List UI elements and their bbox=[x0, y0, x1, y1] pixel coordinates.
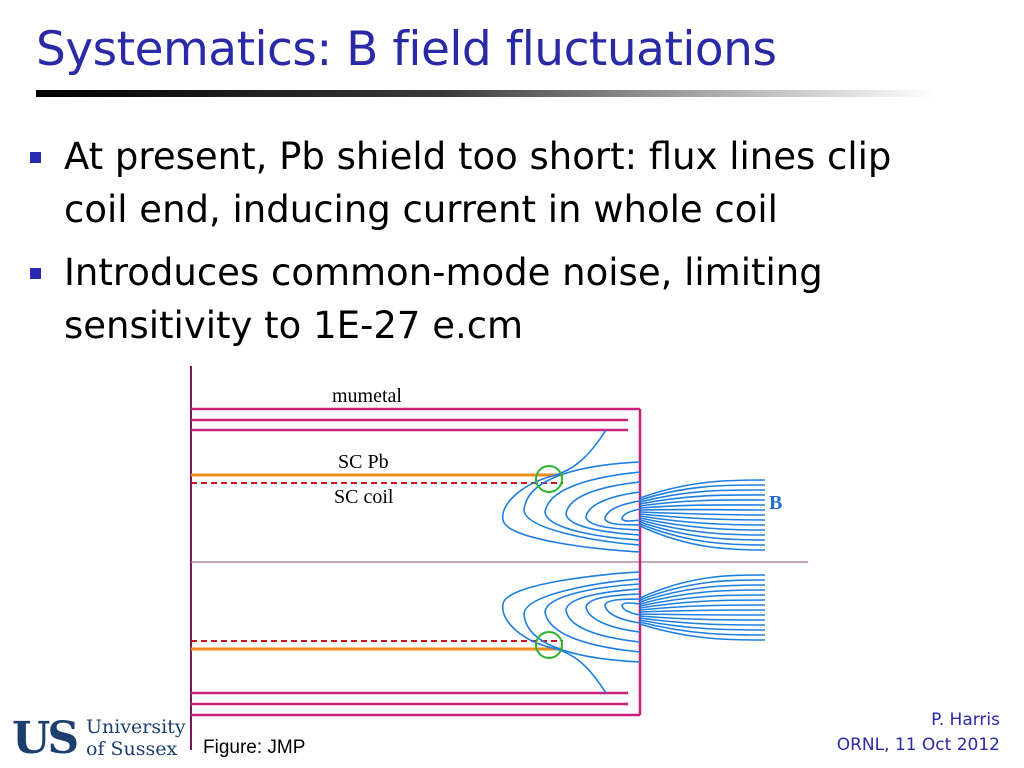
venue-date: ORNL, 11 Oct 2012 bbox=[836, 735, 1000, 755]
bullet-line: At present, Pb shield too short: flux li… bbox=[64, 135, 892, 178]
author-block: P. Harris ORNL, 11 Oct 2012 bbox=[837, 708, 1000, 758]
bullet-line: Introduces common-mode noise, limiting bbox=[64, 251, 823, 294]
bullet-square-icon bbox=[30, 268, 41, 279]
bullet-list: At present, Pb shield too short: flux li… bbox=[26, 130, 1006, 362]
shield-flux-diagram: mumetal SC Pb SC coil B bbox=[190, 366, 808, 750]
bullet-text: Introduces common-mode noise, limiting s… bbox=[64, 246, 1006, 352]
mumetal-label: mumetal bbox=[332, 385, 402, 407]
sc-coil-label: SC coil bbox=[334, 486, 394, 508]
figure-credit: Figure: JMP bbox=[203, 737, 306, 758]
bullet-square-icon bbox=[30, 152, 41, 163]
bullet-text: At present, Pb shield too short: flux li… bbox=[64, 130, 1006, 236]
mumetal-shield bbox=[191, 407, 642, 717]
university-logo-letters: US bbox=[12, 713, 79, 764]
logo-line: University bbox=[86, 716, 186, 738]
bullet-line: coil end, inducing current in whole coil bbox=[64, 188, 778, 231]
b-field-label: B bbox=[769, 492, 782, 514]
author-name: P. Harris bbox=[931, 710, 1000, 730]
bullet-line: sensitivity to 1E-27 e.cm bbox=[64, 304, 524, 347]
logo-line: of Sussex bbox=[86, 738, 178, 760]
bullet-item: Introduces common-mode noise, limiting s… bbox=[26, 246, 1006, 352]
university-logo-name: University of Sussex bbox=[86, 716, 186, 760]
title-underline bbox=[36, 90, 936, 97]
sc-pb-label: SC Pb bbox=[338, 451, 389, 473]
slide-title: Systematics: B field fluctuations bbox=[36, 22, 777, 77]
clip-marker-lower bbox=[535, 631, 563, 659]
clip-marker-upper bbox=[535, 465, 563, 493]
bullet-item: At present, Pb shield too short: flux li… bbox=[26, 130, 1006, 236]
flux-lines bbox=[502, 429, 766, 694]
